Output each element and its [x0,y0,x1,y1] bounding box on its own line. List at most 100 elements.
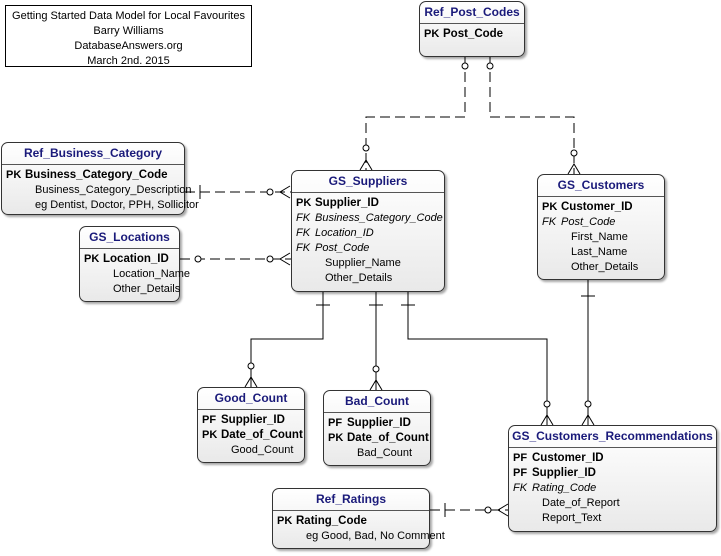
rel-suppliers-recommendations [407,292,548,426]
attribute-name: Supplier_Name [325,257,401,269]
attribute-row: Date_of_Report [509,496,716,511]
rel-postcode-customers [489,57,575,175]
key-marker: PK [542,201,558,213]
title-note: Getting Started Data Model for Local Fav… [5,5,252,67]
entity-title: GS_Customers [538,175,664,197]
key-marker: FK [542,216,557,228]
key-marker: FK [513,482,528,494]
attribute-name: Supplier_ID [315,197,379,209]
key-marker: PF [513,452,528,464]
entity-title: GS_Customers_Recommendations [509,426,716,448]
attribute-row: Location_Name [80,267,190,282]
attribute-name: Post_Code [315,242,370,254]
key-marker: FK [296,212,311,224]
attribute-name: Business_Category_Description [35,184,192,196]
attribute-row: Last_Name [538,245,664,260]
attribute-row: PF Customer_ID [509,451,716,466]
attribute-name: Date_of_Count [221,429,303,441]
attribute-row: eg Dentist, Doctor, PPH, Sollicitor [2,198,199,213]
key-marker: PK [328,432,344,444]
attribute-row: PF Supplier_ID [198,413,304,428]
attribute-name: First_Name [571,231,628,243]
note-line: DatabaseAnswers.org [74,40,183,52]
attribute-row: FK Business_Category_Code [292,211,444,226]
attribute-name: Last_Name [571,246,628,258]
attribute-row: FK Rating_Code [509,481,716,496]
attribute-name: Location_ID [103,253,169,265]
entity-title: Ref_Business_Category [2,143,184,165]
attribute-row: Other_Details [538,260,664,275]
entity-title: Ref_Post_Codes [420,2,524,24]
attribute-name: Other_Details [571,261,639,273]
key-marker: PK [277,515,293,527]
note-line: Getting Started Data Model for Local Fav… [12,10,245,22]
entity-title: Ref_Ratings [273,489,429,511]
attribute-name: eg Good, Bad, No Comment [306,530,445,542]
attribute-name: Business_Category_Code [25,169,168,181]
key-marker: PK [6,169,22,181]
attribute-name: Business_Category_Code [315,212,443,224]
key-marker: FK [296,242,311,254]
attribute-name: Post_Code [561,216,616,228]
entity-title: GS_Suppliers [292,171,444,193]
attribute-row: PF Supplier_ID [324,416,430,431]
attribute-row: Business_Category_Description [2,183,192,198]
attribute-name: Location_Name [113,268,191,280]
attribute-name: eg Dentist, Doctor, PPH, Sollicitor [35,199,199,211]
attribute-name: Supplier_ID [347,417,411,429]
attribute-name: Customer_ID [532,452,604,464]
attribute-row: FK Post_Code [538,215,664,230]
attribute-name: Other_Details [113,283,181,295]
rel-postcode-suppliers [365,57,466,171]
key-marker: PF [513,467,528,479]
attribute-row: FK Location_ID [292,226,444,241]
attribute-name: Date_of_Report [542,497,620,509]
attribute-name: Report_Text [542,512,602,524]
attribute-name: Supplier_ID [532,467,596,479]
attribute-name: Post_Code [443,28,504,40]
attribute-row: Other_Details [80,282,181,297]
key-marker: PK [202,429,218,441]
note-line: Barry Williams [93,25,164,37]
key-marker: PK [424,28,440,40]
entity-title: Good_Count [198,388,304,410]
key-marker: PF [202,414,217,426]
key-marker: PF [328,417,343,429]
attribute-name: Rating_Code [532,482,597,494]
key-marker: FK [296,227,311,239]
attribute-name: Location_ID [315,227,374,239]
attribute-name: Good_Count [231,444,294,456]
attribute-name: Rating_Code [296,515,367,527]
attribute-row: First_Name [538,230,664,245]
attribute-row: Other_Details [292,271,444,286]
attribute-name: Supplier_ID [221,414,285,426]
entity-title: Bad_Count [324,391,430,413]
attribute-row: PF Supplier_ID [509,466,716,481]
attribute-row: Good_Count [198,443,304,458]
attribute-name: Bad_Count [357,447,413,459]
